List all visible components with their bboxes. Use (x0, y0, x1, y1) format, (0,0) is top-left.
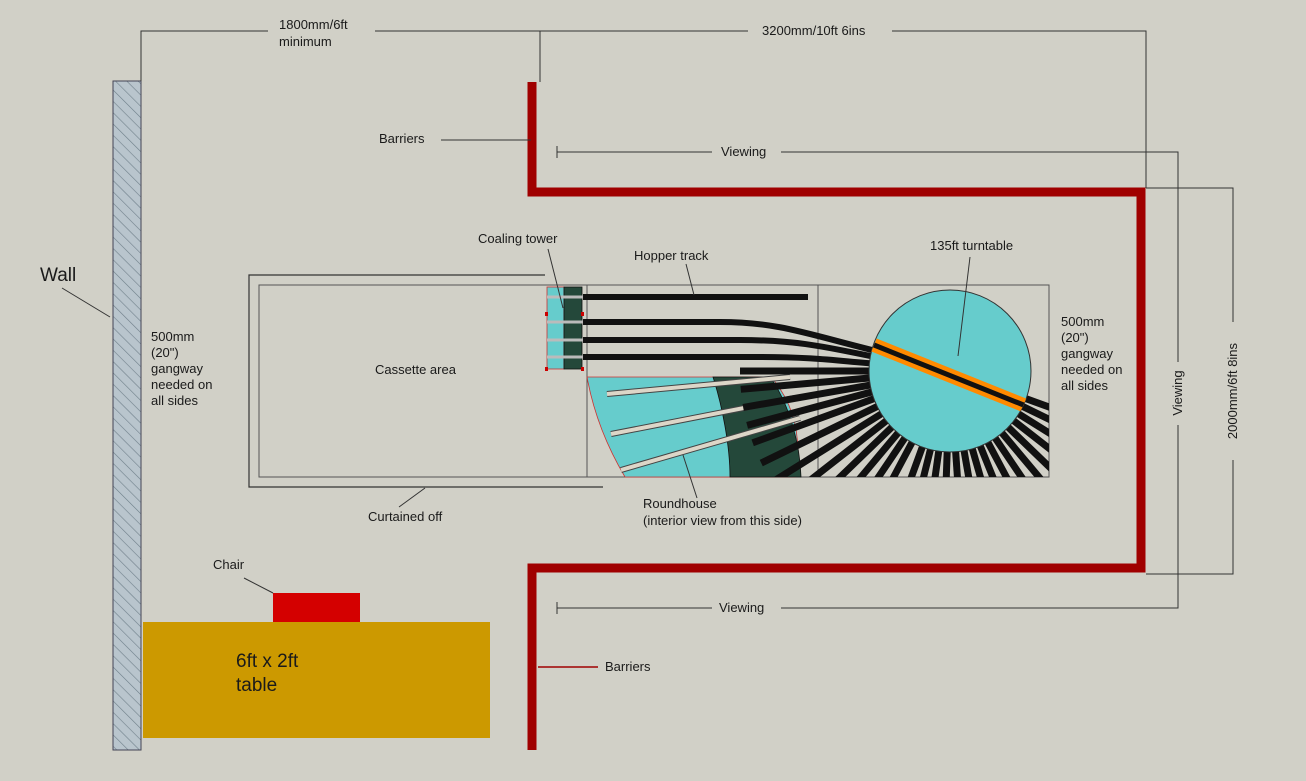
curtained-leader (398, 487, 426, 508)
hopper-leader (685, 263, 695, 296)
barriers-bottom-label: Barriers (605, 659, 651, 674)
radial-road (808, 416, 891, 477)
radial-road (1014, 409, 1049, 437)
radial-road (983, 438, 1011, 477)
coaling-tower-marks (545, 312, 584, 371)
coaling-tower-label: Coaling tower (478, 231, 558, 246)
wall-leader (61, 287, 111, 318)
hopper-track-label: Hopper track (634, 248, 709, 263)
radial-road (1022, 394, 1049, 411)
cassette-area-label: Cassette area (375, 362, 457, 377)
turntable-label: 135ft turntable (930, 238, 1013, 253)
coaling-tower-tracks (547, 295, 583, 359)
gap-dimension: 1800mm/6ft (279, 17, 348, 32)
radial-road (740, 374, 873, 393)
table-label-line1: 6ft x 2ft (236, 651, 299, 672)
radial-road (751, 394, 878, 447)
roundhouse-label: Roundhouse (643, 496, 717, 511)
radial-road (889, 438, 917, 477)
radial-road (773, 409, 886, 477)
radial-road (856, 428, 903, 477)
radial-road (951, 448, 961, 477)
roundhouse-leader (682, 454, 698, 499)
wall-label: Wall (40, 265, 76, 286)
viewing-top-label: Viewing (721, 144, 766, 159)
turntable-bridge (871, 338, 1029, 413)
radial-road (968, 445, 985, 477)
radial-road (990, 433, 1026, 477)
radial-road (1018, 402, 1049, 424)
turntable-radial-roads (740, 367, 1049, 477)
wall (112, 80, 142, 751)
barriers-top-label: Barriers (379, 131, 425, 146)
radial-road (931, 447, 943, 477)
coaling-leader (547, 248, 564, 309)
radial-road (759, 402, 882, 467)
table-label-line2: table (236, 675, 277, 696)
dimension-lines (140, 30, 1234, 614)
radial-road (942, 448, 951, 477)
roundhouse-note: (interior view from this side) (643, 513, 802, 528)
curtained-label: Curtained off (368, 509, 443, 524)
chair (273, 593, 360, 622)
depth-dimension: 2000mm/6ft 8ins (1225, 342, 1240, 439)
viewing-right-label: Viewing (1170, 370, 1185, 415)
length-dimension: 3200mm/10ft 6ins (762, 23, 866, 38)
gangway-left-note: 500mm (20") gangway needed on all sides (151, 329, 216, 408)
shed-tracks (583, 294, 881, 367)
radial-road (997, 428, 1044, 477)
radial-road (960, 447, 973, 477)
radial-road (919, 445, 935, 477)
radial-road (907, 443, 927, 477)
table (143, 622, 490, 738)
gangway-right-note: 500mm (20") gangway needed on all sides (1061, 314, 1126, 393)
radial-road (1003, 422, 1049, 472)
radial-road (975, 442, 997, 477)
gap-dimension-note: minimum (279, 34, 332, 49)
viewing-bottom-label: Viewing (719, 600, 764, 615)
radial-road (874, 433, 910, 477)
barrier (527, 82, 1146, 750)
radial-road (1009, 416, 1049, 453)
coaling-tower (563, 286, 583, 370)
curtain-outline (248, 274, 603, 488)
radial-road (835, 422, 897, 477)
radial-road (742, 381, 874, 411)
radial-road (746, 387, 876, 429)
chair-label: Chair (213, 557, 245, 572)
chair-leader (243, 577, 274, 594)
turntable-leader (957, 256, 971, 357)
